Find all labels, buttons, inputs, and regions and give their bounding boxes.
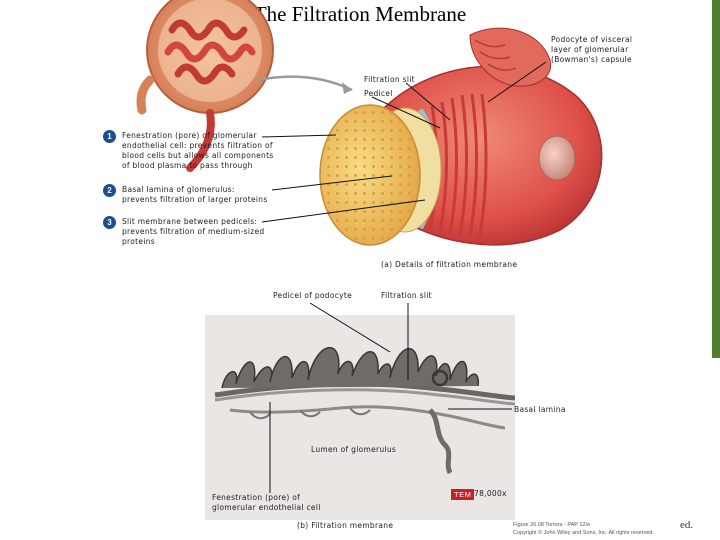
tem-badge: TEM: [451, 489, 475, 500]
renal-corpuscle-icon: [136, 0, 274, 172]
caption-part-b: (b) Filtration membrane: [297, 521, 394, 530]
label-pedicel-top: Pedicel: [364, 89, 393, 98]
step-badge-2: 2: [103, 184, 116, 197]
tem-micrograph: [205, 315, 516, 520]
leader-lines-a: [261, 61, 547, 223]
label-pedicel-of-podocyte: Pedicel of podocyte: [273, 291, 353, 300]
zoom-arrowhead: [342, 82, 352, 94]
step-badge-3: 3: [103, 216, 116, 229]
step-text-3: Slit membrane between pedicels: prevents…: [122, 217, 265, 246]
label-fenestration: Fenestration (pore) of glomerular endoth…: [212, 493, 321, 512]
step-badge-1: 1: [103, 130, 116, 143]
label-basal-lamina: Basal lamina: [514, 405, 566, 414]
label-podocyte: Podocyte of visceral layer of glomerular…: [551, 35, 633, 64]
side-accent-bar: [712, 0, 720, 358]
label-filtration-slit-bottom: Filtration slit: [381, 291, 432, 300]
label-filtration-slit-top: Filtration slit: [364, 75, 415, 84]
filtration-membrane-detail: [319, 27, 603, 246]
page-title: The Filtration Membrane: [253, 2, 467, 26]
step-text-2: Basal lamina of glomerulus: prevents fil…: [122, 185, 268, 204]
step-text-1: Fenestration (pore) of glomerular endoth…: [122, 131, 274, 170]
leader-lines-b: [269, 302, 512, 493]
figure-credit: Figure 26.08 Tortora - PAP 12/e Copyrigh…: [513, 522, 655, 536]
label-magnification: 78,000x: [474, 489, 507, 498]
zoom-arrow: [257, 75, 353, 92]
trailing-text: ed.: [680, 519, 694, 531]
caption-part-a: (a) Details of filtration membrane: [381, 260, 518, 269]
label-lumen: Lumen of glomerulus: [311, 445, 397, 454]
